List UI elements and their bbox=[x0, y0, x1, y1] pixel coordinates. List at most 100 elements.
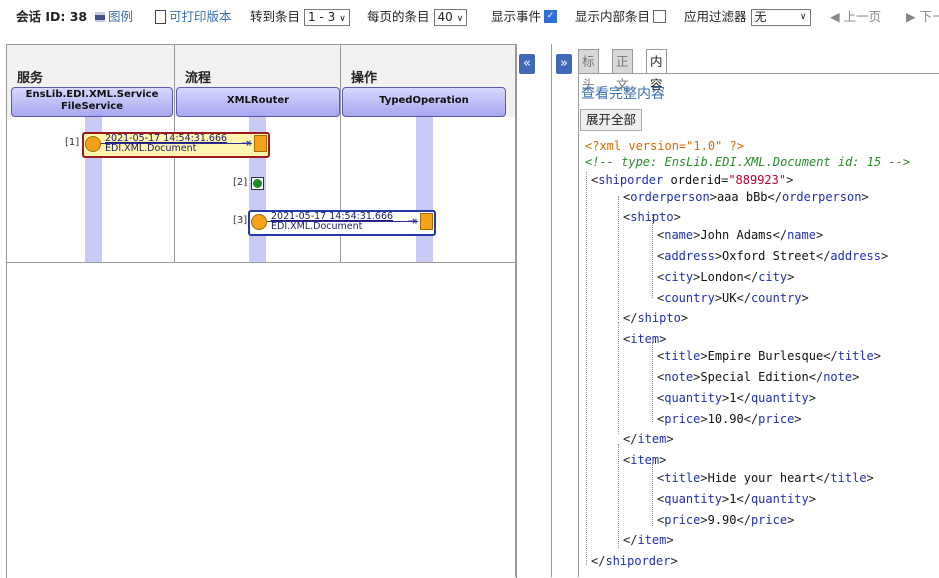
message-timestamp: 2021-05-17 14:54:31.666 bbox=[105, 133, 228, 144]
xml-item-open: <item> bbox=[623, 332, 667, 346]
xml-item-close: </item> bbox=[623, 533, 674, 547]
column-header-operation: 操作 bbox=[351, 71, 378, 86]
xml-quantity: <quantity>1</quantity> bbox=[657, 492, 816, 506]
expand-all-button[interactable]: 展开全部 bbox=[580, 109, 643, 131]
per-page-label: 每页的条目 bbox=[367, 9, 430, 24]
process-host-name: XMLRouter bbox=[226, 95, 290, 106]
xml-declaration: <?xml version="1.0" ?> bbox=[585, 138, 744, 154]
lane-operation bbox=[416, 117, 433, 262]
legend-label: 图例 bbox=[108, 9, 134, 24]
xml-price: <price>10.90</price> bbox=[657, 412, 802, 426]
collapse-right-button[interactable]: » bbox=[556, 54, 572, 74]
session-id-label: 会话 ID: 38 bbox=[16, 9, 88, 24]
process-host-box[interactable]: XMLRouter bbox=[176, 87, 340, 117]
xml-name: <name>John Adams</name> bbox=[657, 228, 824, 242]
document-icon bbox=[155, 9, 166, 24]
operation-host-box[interactable]: TypedOperation bbox=[342, 87, 506, 117]
xml-root-close: </shiporder> bbox=[591, 554, 678, 568]
show-events: 显示事件✓ bbox=[491, 9, 558, 25]
xml-city: <city>London</city> bbox=[657, 270, 795, 284]
message-timestamp: 2021-05-17 14:54:31.666 bbox=[271, 211, 394, 222]
divider bbox=[515, 44, 516, 577]
service-host-box[interactable]: EnsLib.EDI.XML.Service FileService bbox=[11, 87, 173, 117]
show-internal: 显示内部条目 bbox=[575, 9, 667, 25]
xml-comment-text: <!-- type: EnsLib.EDI.XML.Document id: 1… bbox=[585, 155, 911, 169]
attr-name: orderid bbox=[670, 173, 722, 187]
arrow-right-icon: ⇥ bbox=[240, 136, 251, 150]
indent-guide bbox=[652, 342, 653, 422]
country-value: UK bbox=[722, 291, 737, 305]
message-index: [2] bbox=[233, 177, 248, 188]
per-page-value: 40 bbox=[437, 10, 453, 24]
apply-filter: 应用过滤器 无∨ bbox=[684, 9, 811, 26]
xml-title: <title>Hide your heart</title> bbox=[657, 471, 874, 485]
indent-guide bbox=[618, 444, 619, 548]
goto-value: 1 - 3 bbox=[308, 10, 336, 24]
message-type: EDI.XML.Document bbox=[105, 143, 197, 154]
message-type: EDI.XML.Document bbox=[271, 221, 363, 232]
xml-address: <address>Oxford Street</address> bbox=[657, 249, 889, 263]
target-square-icon bbox=[420, 213, 433, 230]
tag-name: shiporder bbox=[605, 554, 671, 568]
status-dot-icon bbox=[253, 179, 262, 188]
filter-value: 无 bbox=[754, 10, 767, 24]
indent-guide bbox=[618, 196, 619, 320]
legend-link[interactable]: 图例 bbox=[95, 9, 133, 25]
tab-contents[interactable]: 内容 bbox=[646, 49, 667, 92]
print-label: 可打印版本 bbox=[169, 9, 232, 24]
price-value: 9.90 bbox=[707, 513, 737, 527]
toolbar: 会话 ID: 38 图例 可打印版本 转到条目 1 - 3∨ 每页的条目 40∨… bbox=[0, 0, 939, 34]
message-index: [3] bbox=[233, 215, 248, 226]
tab-underline bbox=[578, 73, 939, 74]
xml-orderperson: <orderperson>aaa bBb</orderperson> bbox=[623, 190, 869, 204]
per-page: 每页的条目 40∨ bbox=[367, 9, 468, 26]
next-page-link[interactable]: ▶ 下一 bbox=[906, 9, 939, 24]
view-full-contents-link[interactable]: 查看完整内容 bbox=[581, 86, 665, 102]
divider bbox=[551, 44, 552, 577]
xml-price: <price>9.90</price> bbox=[657, 513, 795, 527]
tab-header[interactable]: 标头 bbox=[578, 49, 599, 92]
sequence-diagram: 服务 流程 操作 EnsLib.EDI.XML.Service FileServ… bbox=[7, 45, 516, 263]
indent-guide bbox=[586, 172, 587, 565]
service-host-name-line1: EnsLib.EDI.XML.Service bbox=[25, 89, 159, 100]
quantity-value: 1 bbox=[729, 391, 737, 405]
prev-page-link[interactable]: ◀ 上一页 bbox=[830, 9, 882, 24]
source-circle-icon bbox=[85, 136, 101, 152]
message-2-event[interactable] bbox=[251, 177, 264, 190]
message-index: [1] bbox=[65, 137, 80, 148]
arrow-right-icon: ⇥ bbox=[406, 214, 417, 228]
collapse-left-button[interactable]: « bbox=[519, 54, 535, 74]
filter-select[interactable]: 无∨ bbox=[750, 9, 811, 26]
printable-version-link[interactable]: 可打印版本 bbox=[155, 9, 232, 25]
name-value: John Adams bbox=[700, 228, 773, 242]
xml-root-open: <shiporder orderid="889923"> bbox=[591, 173, 794, 187]
xml-quantity: <quantity>1</quantity> bbox=[657, 391, 816, 405]
xml-shipto-open: <shipto> bbox=[623, 210, 681, 224]
message-3[interactable]: ⇥ 2021-05-17 14:54:31.666 EDI.XML.Docume… bbox=[248, 210, 436, 236]
column-header-service: 服务 bbox=[17, 71, 44, 86]
tab-body[interactable]: 正文 bbox=[612, 49, 633, 92]
note-value: Special Edition bbox=[700, 370, 809, 384]
per-page-select[interactable]: 40∨ bbox=[433, 9, 468, 26]
column-header-process: 流程 bbox=[185, 71, 212, 86]
chevron-down-icon: ∨ bbox=[799, 12, 807, 22]
show-events-label: 显示事件 bbox=[491, 9, 542, 24]
chevron-down-icon: ∨ bbox=[339, 14, 346, 24]
tag-name: shiporder bbox=[598, 173, 664, 187]
legend-icon bbox=[95, 11, 105, 22]
show-internal-checkbox[interactable] bbox=[653, 10, 667, 23]
xml-country: <country>UK</country> bbox=[657, 291, 809, 305]
indent-guide bbox=[652, 214, 653, 298]
title-value: Empire Burlesque bbox=[707, 349, 824, 363]
chevron-down-icon: ∨ bbox=[456, 14, 464, 24]
address-value: Oxford Street bbox=[722, 249, 816, 263]
xml-item-open: <item> bbox=[623, 453, 667, 467]
price-value: 10.90 bbox=[707, 412, 744, 426]
show-events-checkbox[interactable]: ✓ bbox=[544, 10, 558, 23]
xml-decl-text: <?xml version="1.0" ?> bbox=[585, 139, 744, 153]
source-circle-icon bbox=[251, 214, 267, 230]
goto-label: 转到条目 bbox=[250, 9, 301, 24]
goto-select[interactable]: 1 - 3∨ bbox=[304, 9, 350, 26]
message-1[interactable]: ⇥ 2021-05-17 14:54:31.666 EDI.XML.Docume… bbox=[82, 132, 270, 158]
xml-comment: <!-- type: EnsLib.EDI.XML.Document id: 1… bbox=[585, 154, 910, 170]
